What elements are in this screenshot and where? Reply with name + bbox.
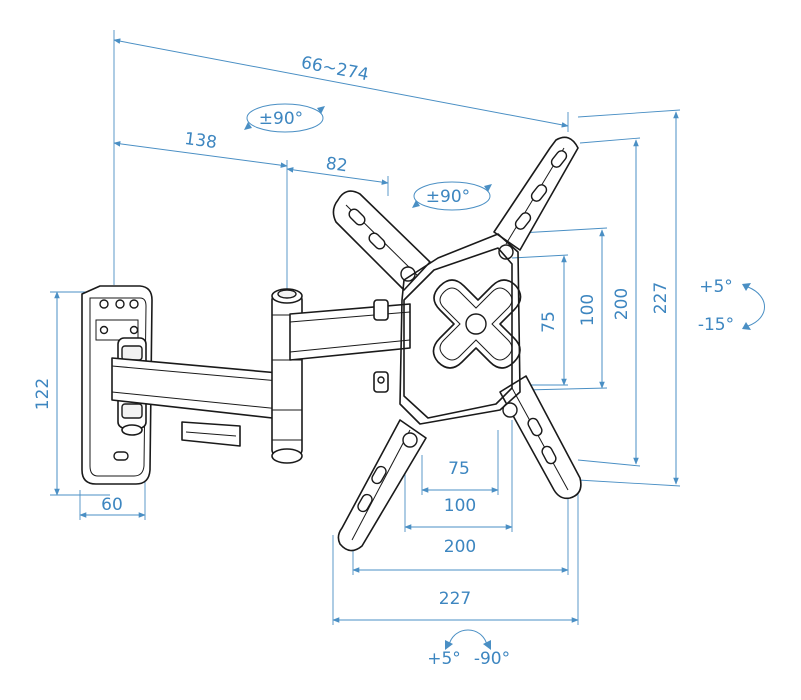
vesa-bracket [332, 136, 582, 552]
vesa-h-227-label: 227 [439, 589, 471, 609]
head-swivel-symbol [412, 181, 492, 211]
vesa-v-100-label: 100 [578, 294, 598, 326]
roll-minus-label: -90° [474, 649, 510, 669]
vesa-v-227-label: 227 [651, 282, 671, 314]
head-swivel-label: ±90° [426, 187, 470, 207]
second-arm [289, 299, 411, 393]
tilt-down-label: -15° [698, 315, 734, 335]
tilt-symbol [742, 283, 765, 330]
vesa-v-200-label: 200 [612, 288, 632, 320]
roll-plus-label: +5° [427, 649, 461, 669]
overall-extension-label: 66~274 [300, 53, 371, 85]
arm-first-label: 138 [183, 129, 218, 153]
vesa-h-200-label: 200 [444, 537, 476, 557]
roll-symbol [445, 629, 491, 650]
wall-plate-height-label: 122 [33, 378, 53, 410]
vesa-h-75-label: 75 [448, 459, 470, 479]
arm-swivel-label: ±90° [259, 109, 303, 129]
tilt-up-label: +5° [699, 277, 733, 297]
arm-swivel-symbol [244, 103, 325, 133]
arm-second-label: 82 [325, 154, 349, 177]
mount-head-plate [403, 247, 513, 419]
vesa-h-100-label: 100 [444, 496, 476, 516]
wall-plate-width-label: 60 [101, 495, 123, 515]
first-arm [111, 357, 291, 447]
dimension-lines [54, 38, 679, 623]
vesa-v-75-label: 75 [539, 311, 559, 333]
